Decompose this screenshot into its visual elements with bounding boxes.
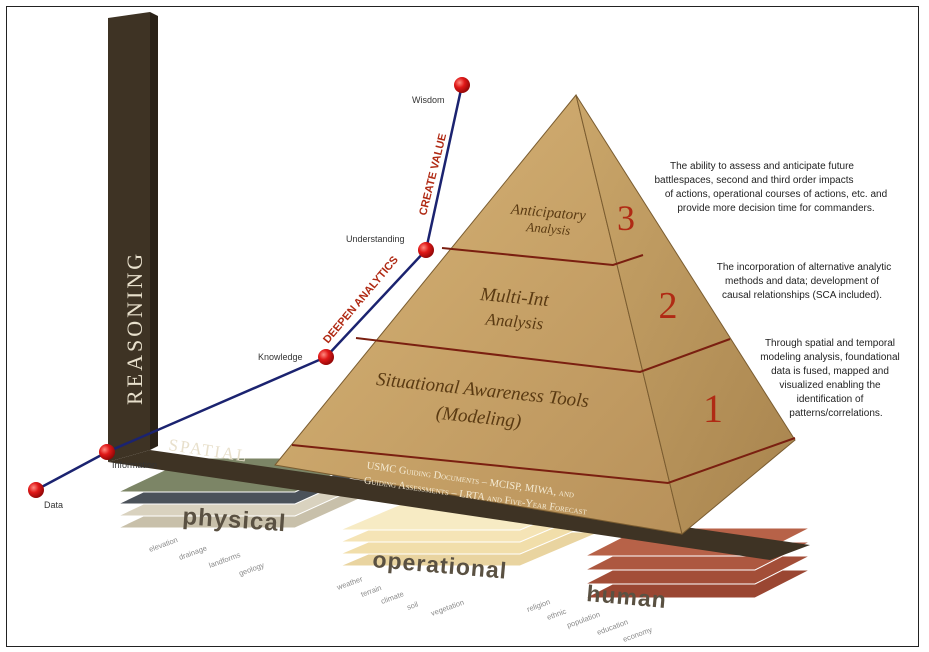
pyramid-right-face <box>575 94 796 535</box>
level3-title-line1: Anticipatory <box>509 202 586 225</box>
level3-desc-line: of actions, operational courses of actio… <box>665 189 887 200</box>
dikw-point-wisdom <box>454 77 470 93</box>
level3-description: The ability to assess and anticipate fut… <box>655 161 888 214</box>
level1-desc-line: patterns/correlations. <box>789 408 882 419</box>
human-item: economy <box>622 625 654 644</box>
dikw-point-understanding <box>418 242 434 258</box>
physical-items: elevation drainage landforms geology <box>148 535 266 578</box>
operational-item: climate <box>380 589 405 606</box>
reasoning-label: REASONING <box>122 251 147 405</box>
level3-title-line2: Analysis <box>525 219 571 238</box>
human-item: religion <box>526 597 552 614</box>
dikw-label-wisdom: Wisdom <box>412 95 445 105</box>
dikw-label-understanding: Understanding <box>346 234 405 244</box>
pyramid-left-face <box>274 93 683 535</box>
spatial-bar <box>108 450 810 560</box>
human-item: ethnic <box>546 606 568 621</box>
band-line-2-1 <box>355 337 731 374</box>
dikw-label-data: Data <box>44 500 63 510</box>
reasoning-bar <box>108 12 150 462</box>
dikw-point-data <box>28 482 44 498</box>
physical-item: landforms <box>208 550 242 570</box>
level3-desc-line: The ability to assess and anticipate fut… <box>670 161 854 172</box>
level1-desc-line: modeling analysis, foundational <box>760 352 900 363</box>
level2-number: 2 <box>659 285 678 327</box>
operational-item: vegetation <box>430 598 466 618</box>
level2-description: The incorporation of alternative analyti… <box>717 262 892 301</box>
level3-number: 3 <box>617 198 635 238</box>
dikw-label-knowledge: Knowledge <box>258 352 303 362</box>
level3-desc-line: provide more decision time for commander… <box>677 203 874 214</box>
physical-item: geology <box>238 560 266 578</box>
level2-desc-line: The incorporation of alternative analyti… <box>717 262 892 273</box>
band-line-3-2 <box>441 247 644 267</box>
level1-desc-line: data is fused, mapped and <box>771 366 889 377</box>
operational-items: weather terrain climate soil vegetation <box>335 574 466 618</box>
level2-desc-line: causal relationships (SCA included). <box>722 290 882 301</box>
level1-number: 1 <box>703 386 723 431</box>
level3-desc-line: battlespaces, second and third order imp… <box>655 175 854 186</box>
dikw-label-information: Information <box>112 460 157 470</box>
level1-description: Through spatial and temporal modeling an… <box>760 338 900 419</box>
dikw-point-knowledge <box>318 349 334 365</box>
dikw-point-information <box>99 444 115 460</box>
human-item: population <box>566 610 602 630</box>
band-line-1-base <box>291 437 796 485</box>
level2-desc-line: methods and data; development of <box>725 276 879 287</box>
level1-desc-line: Through spatial and temporal <box>765 338 895 349</box>
level1-desc-line: visualized enabling the <box>779 380 881 391</box>
physical-item: elevation <box>148 535 179 554</box>
physical-item: drainage <box>178 543 209 561</box>
level1-desc-line: identification of <box>797 394 864 405</box>
create-value-label: CREATE VALUE <box>417 132 449 216</box>
reasoning-axis: REASONING <box>108 12 158 462</box>
operational-item: soil <box>406 599 420 611</box>
